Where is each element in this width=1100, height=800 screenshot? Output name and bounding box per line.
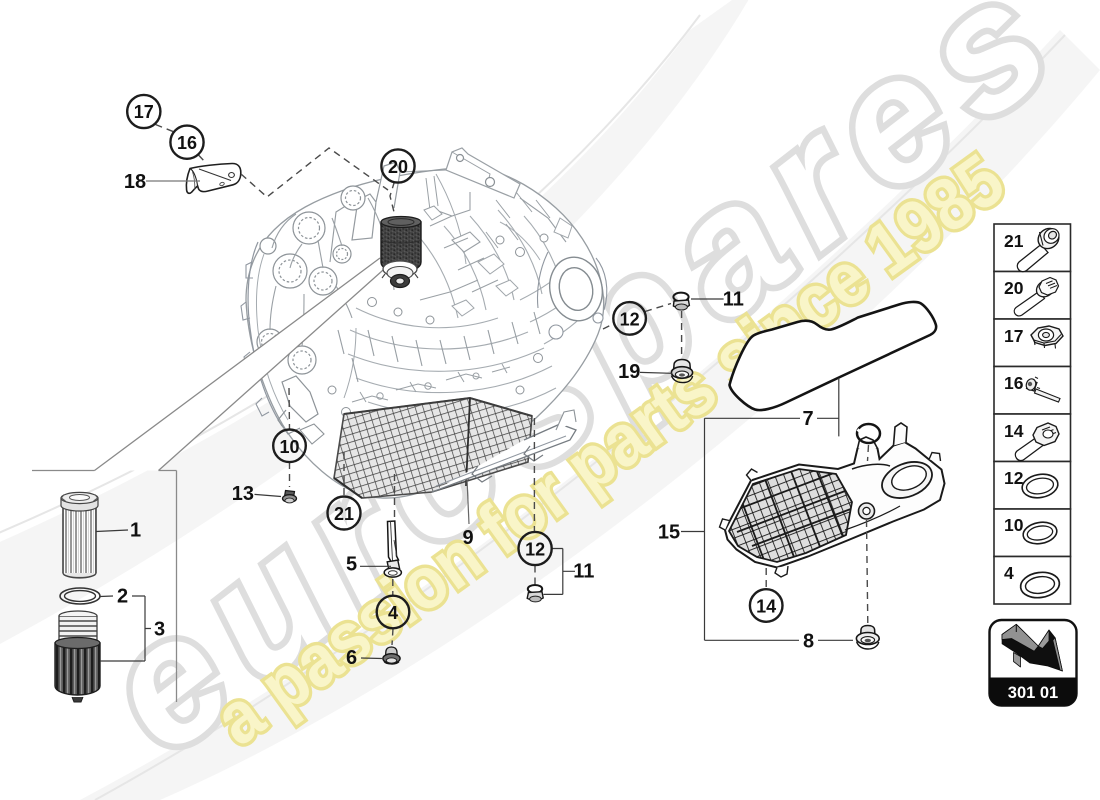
svg-text:21: 21	[334, 504, 354, 524]
svg-text:20: 20	[1004, 278, 1024, 298]
svg-text:4: 4	[388, 603, 398, 623]
svg-text:11: 11	[723, 289, 744, 311]
svg-text:20: 20	[388, 157, 408, 177]
svg-text:11: 11	[573, 560, 594, 582]
svg-text:5: 5	[346, 553, 357, 575]
svg-text:13: 13	[232, 483, 254, 505]
svg-text:19: 19	[618, 361, 640, 383]
svg-text:7: 7	[802, 408, 813, 430]
svg-text:10: 10	[1004, 515, 1024, 535]
svg-text:16: 16	[1004, 373, 1024, 393]
svg-text:8: 8	[803, 630, 814, 652]
svg-text:301 01: 301 01	[1008, 684, 1058, 702]
svg-text:12: 12	[620, 309, 640, 329]
svg-text:21: 21	[1004, 231, 1024, 251]
svg-text:2: 2	[117, 585, 128, 607]
svg-text:14: 14	[756, 597, 776, 617]
svg-text:15: 15	[658, 522, 680, 544]
svg-text:12: 12	[525, 540, 545, 560]
svg-text:12: 12	[1004, 468, 1024, 488]
svg-text:17: 17	[1004, 326, 1023, 346]
svg-text:6: 6	[346, 647, 357, 669]
svg-text:18: 18	[124, 171, 146, 193]
svg-text:14: 14	[1004, 421, 1024, 441]
svg-text:17: 17	[134, 102, 154, 122]
svg-text:10: 10	[279, 437, 299, 457]
svg-text:9: 9	[462, 527, 473, 549]
svg-text:1: 1	[130, 519, 141, 541]
svg-text:3: 3	[154, 619, 165, 641]
svg-text:16: 16	[177, 133, 197, 153]
svg-text:4: 4	[1004, 563, 1014, 583]
